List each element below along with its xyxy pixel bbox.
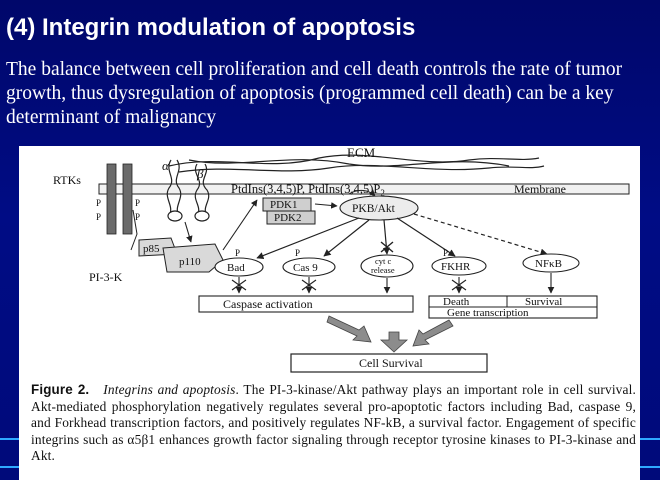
cell-survival-box xyxy=(290,353,488,373)
rtk-phospho-top-left: P xyxy=(96,198,101,208)
caption-text: . The PI-3-kinase/Akt pathway plays an i… xyxy=(31,382,636,464)
rtk-phospho-top-right: P xyxy=(135,198,140,208)
cas9-phospho-marker: P xyxy=(295,248,300,258)
ptdins-label: PtdIns(3,4,5)P, PtdIns(3,4,5)P2 xyxy=(231,182,385,198)
pkb-akt-node xyxy=(339,195,419,221)
slide-title: (4) Integrin modulation of apoptosis xyxy=(6,14,416,41)
slide-body-text: The balance between cell proliferation a… xyxy=(6,59,623,128)
cytc-label-line2: release xyxy=(371,265,395,275)
caspase-to-survival-arrow xyxy=(326,315,372,343)
membrane-bar xyxy=(98,183,630,195)
fkhr-label: FKHR xyxy=(441,261,471,273)
cell-survival-label: Cell Survival xyxy=(359,356,423,370)
pdk2-label: PDK2 xyxy=(274,212,302,224)
membrane-label: Membrane xyxy=(514,182,566,196)
bad-label: Bad xyxy=(227,262,245,274)
cytc-label-line1: cyt c xyxy=(375,256,392,266)
p85-label: p85 xyxy=(143,243,160,255)
integrin-beta-label: β xyxy=(196,166,204,181)
pathway-figure: ECM Membrane PtdIns(3,4,5)P, PtdIns(3,4,… xyxy=(19,146,640,480)
inhibition-arrows xyxy=(231,273,555,294)
pi3k-label: PI-3-K xyxy=(89,270,123,284)
bad-phospho-marker: P xyxy=(235,248,240,258)
integrin-alpha-label: α xyxy=(162,158,170,173)
fkhr-node xyxy=(431,256,487,276)
pdk2-box xyxy=(266,210,316,225)
ecm-label: ECM xyxy=(347,146,376,160)
apoptosis-pathway-diagram: ECM Membrane PtdIns(3,4,5)P, PtdIns(3,4,… xyxy=(53,146,630,373)
p110-label: p110 xyxy=(179,256,201,268)
death-label: Death xyxy=(443,296,470,308)
integrin-receptor xyxy=(166,159,210,222)
rtk-bar-left xyxy=(106,163,117,235)
rtk-phospho-bottom-right: P xyxy=(135,212,140,222)
gene-transcription-label: Gene transcription xyxy=(447,307,529,319)
caspase-activation-label: Caspase activation xyxy=(223,297,313,311)
transcription-to-survival-arrow xyxy=(412,319,454,347)
rtk-phospho-bottom-left: P xyxy=(96,212,101,222)
figure-caption: Figure 2. Integrins and apoptosis. The P… xyxy=(31,382,636,465)
nfkb-node xyxy=(522,253,580,273)
rtk-bar-right xyxy=(122,163,133,235)
fkhr-phospho-marker: P xyxy=(443,248,448,258)
caspase-activation-box xyxy=(198,295,414,313)
bad-node xyxy=(214,257,264,277)
cas9-label: Cas 9 xyxy=(293,262,318,274)
caption-title: Integrins and apoptosis xyxy=(103,382,236,397)
nfkb-label: NFκB xyxy=(535,258,562,270)
cytc-release-node xyxy=(360,254,414,278)
cytc-inhibition-marker xyxy=(380,241,394,253)
survival-label: Survival xyxy=(525,296,562,308)
cas9-node xyxy=(282,257,336,277)
pkb-akt-label: PKB/Akt xyxy=(352,203,396,215)
caption-label: Figure 2. xyxy=(31,382,90,397)
pdk1-label: PDK1 xyxy=(270,199,298,211)
ecm-fibers xyxy=(168,154,545,173)
center-block-arrow xyxy=(379,331,409,353)
rtks-label: RTKs xyxy=(53,173,81,187)
